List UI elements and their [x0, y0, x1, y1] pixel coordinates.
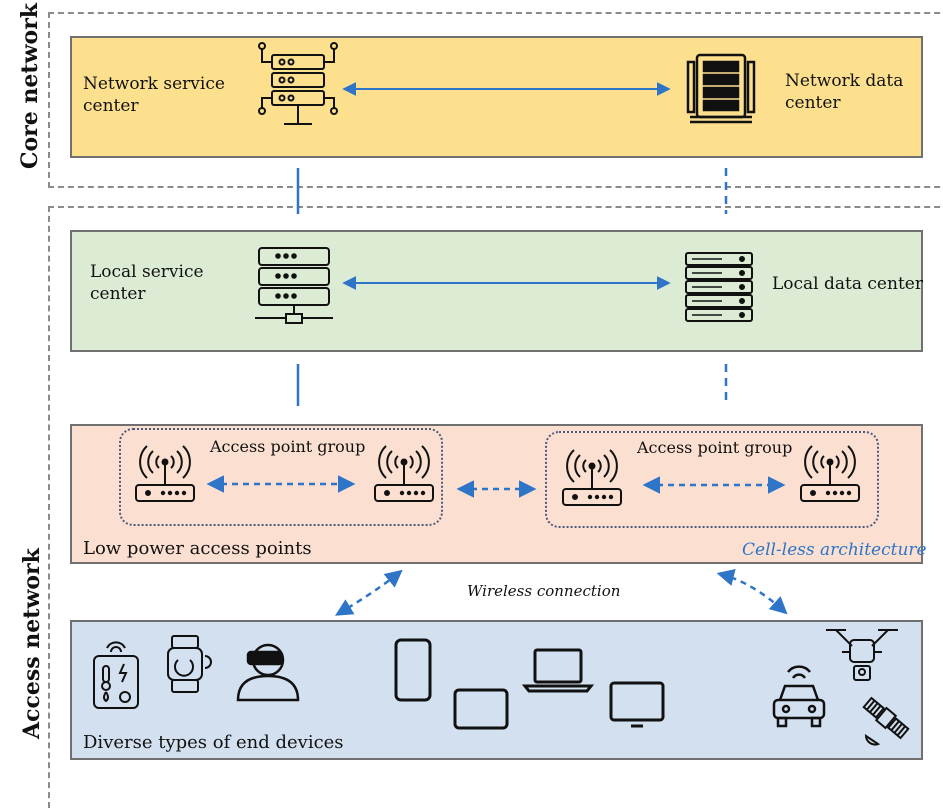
wireless-arrow-right	[716, 568, 788, 615]
low-power-access-points-label: Low power access points	[83, 538, 312, 559]
core-network-region	[48, 12, 943, 188]
wireless-arrow-left	[334, 569, 403, 616]
core-network-layer	[70, 36, 923, 158]
laptop-icon	[521, 648, 595, 693]
tablet-icon	[453, 688, 509, 730]
vr-user-icon	[236, 643, 300, 702]
data-center-rack-icon	[686, 53, 756, 124]
connected-car-icon	[772, 665, 826, 728]
access-network-region	[48, 206, 943, 808]
wireless-connection-label: Wireless connection	[467, 582, 621, 600]
router-icon	[135, 445, 860, 506]
network-service-center-label: Network service center	[83, 74, 225, 116]
server-stack-icon	[255, 247, 333, 324]
access-point-group-left	[119, 428, 443, 526]
access-point-group-right	[545, 431, 879, 528]
local-center-layer	[70, 230, 923, 352]
cell-less-architecture-label: Cell-less architecture	[742, 540, 927, 560]
local-data-center-label: Local data center	[772, 274, 923, 294]
access-point-group-label-left: Access point group	[210, 437, 366, 456]
smartwatch-icon	[167, 635, 212, 693]
server-network-icon	[258, 42, 338, 125]
network-data-center-label: Network data center	[785, 71, 904, 113]
local-service-center-label: Local service center	[90, 262, 204, 304]
end-devices-label: Diverse types of end devices	[83, 732, 344, 753]
end-devices-layer	[70, 620, 923, 760]
satellite-icon	[862, 696, 910, 746]
access-point-group-label-right: Access point group	[637, 438, 793, 457]
sensor-device-icon	[93, 641, 139, 709]
server-rack-icon	[685, 252, 753, 322]
monitor-icon	[609, 681, 665, 728]
drone-icon	[826, 629, 898, 681]
smartphone-icon	[394, 638, 432, 702]
diagram-graphics	[93, 42, 910, 746]
access-point-layer	[70, 424, 923, 564]
